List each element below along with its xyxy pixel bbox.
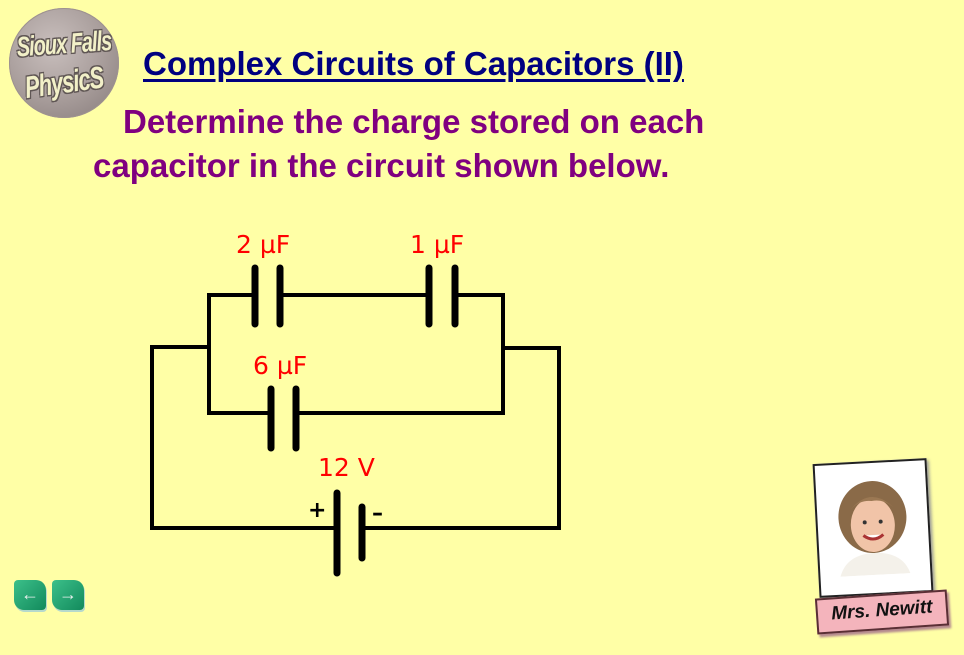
wire-middle-left [207,345,271,415]
battery-plus-sign: + [308,498,326,523]
wire-top-right [454,293,505,415]
teacher-name: Mrs. Newitt [830,596,934,625]
next-slide-button[interactable]: → [52,580,84,610]
slide-title: Complex Circuits of Capacitors (II) [143,45,684,82]
arrow-left-icon: ← [21,584,39,604]
wire-outer-left [150,345,338,530]
previous-slide-button[interactable]: ← [14,580,46,610]
arrow-right-icon: → [59,584,77,604]
question-text: Determine the charge stored on each capa… [93,103,705,184]
teacher-portrait-icon [838,481,911,577]
capacitor-2uF-label: 2 µF [236,230,290,259]
battery-minus-sign: – [372,501,383,526]
sioux-falls-physics-logo: Sioux Falls PhysicS [9,8,119,118]
battery-voltage-label: 12 V [318,453,375,482]
capacitor-1uF-label: 1 µF [410,230,464,259]
wire-outer-right [361,346,561,530]
teacher-photo [812,458,934,598]
capacitor-6uF-label: 6 µF [253,351,307,380]
wire-top-left [207,293,256,349]
